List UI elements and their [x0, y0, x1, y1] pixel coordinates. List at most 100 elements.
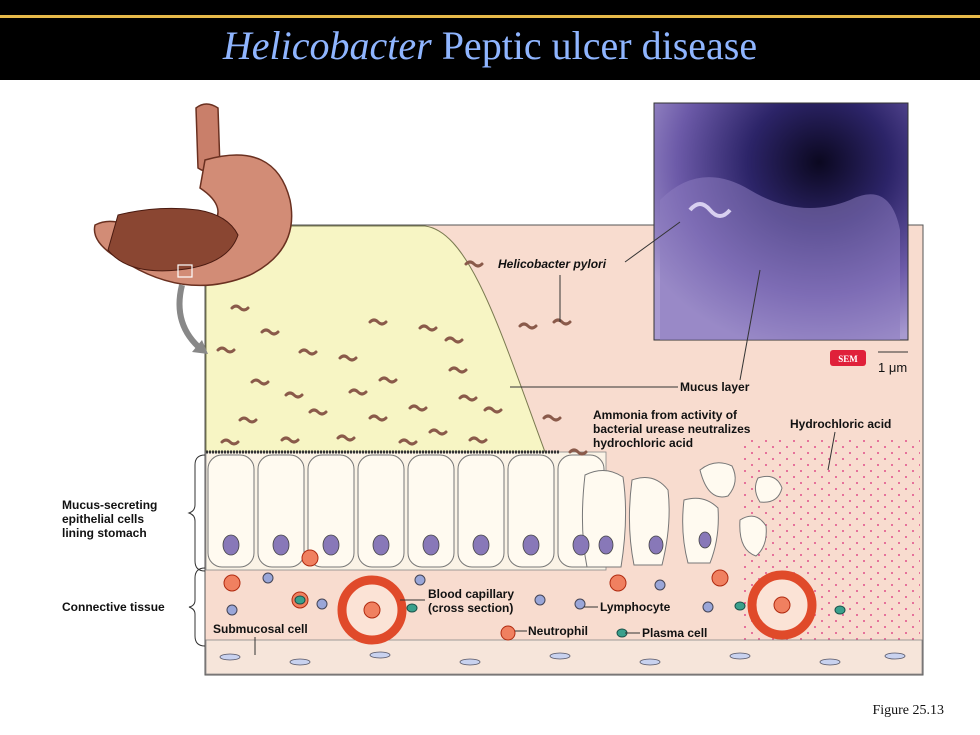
epi-cell	[307, 454, 355, 568]
submucosal-fibers	[219, 651, 906, 666]
scale-label: 1 μm	[878, 360, 907, 375]
bacterium	[418, 324, 438, 332]
bacterium	[542, 414, 562, 422]
helicobacter-bacteria	[216, 260, 588, 456]
label-helicobacter-pylori: Helicobacter pylori	[498, 257, 607, 271]
stomach-inner	[107, 207, 239, 272]
fiber-cell	[819, 658, 841, 666]
mucus-layer	[205, 225, 546, 453]
zoom-arrow	[176, 284, 204, 353]
damaged-cell	[628, 477, 670, 566]
lymphocytes	[226, 572, 714, 616]
nucleus	[572, 534, 590, 556]
label-mucus-cells-2: epithelial cells	[62, 512, 144, 526]
fiber-cell	[729, 652, 751, 660]
epi-cell	[357, 454, 405, 568]
bacterium	[308, 408, 328, 416]
damaged-cell	[682, 497, 719, 564]
bacterium	[338, 354, 358, 362]
nucleus	[648, 535, 664, 555]
plasma-cell	[294, 595, 306, 605]
damaged-cell	[581, 470, 627, 568]
label-connective-tissue: Connective tissue	[62, 600, 165, 614]
bacterium	[552, 318, 572, 326]
nucleus	[222, 534, 240, 556]
leader-hcl	[827, 431, 836, 471]
sem-badge	[830, 350, 866, 366]
label-lymphocyte: Lymphocyte	[600, 600, 671, 614]
fiber-cell	[219, 653, 241, 661]
neutrophil-cell	[363, 601, 381, 619]
nuclei	[222, 531, 712, 556]
neutrophils	[223, 549, 791, 641]
plasma-cell	[834, 605, 846, 615]
label-capillary-2: (cross section)	[428, 601, 513, 615]
figure-caption: Figure 25.13	[872, 703, 944, 718]
bacterium	[518, 322, 538, 330]
epi-cell	[407, 454, 455, 568]
nucleus	[472, 534, 490, 556]
label-hydrochloric-acid: Hydrochloric acid	[790, 417, 891, 431]
epi-cell	[257, 454, 305, 568]
bacterium	[428, 428, 448, 436]
neutrophil-cell	[773, 596, 791, 614]
leader-mucus-sem	[739, 269, 761, 381]
bacterium	[368, 318, 388, 326]
bacterium	[483, 406, 503, 414]
epi-cell	[457, 454, 505, 568]
title-genus: Helicobacter	[222, 23, 432, 68]
epi-cell	[207, 454, 255, 568]
epi-cell	[507, 454, 555, 568]
nucleus	[522, 534, 540, 556]
bacterium	[260, 328, 280, 336]
nucleus	[598, 535, 614, 555]
zoom-box	[177, 264, 193, 278]
bacterium	[348, 388, 368, 396]
zoom-arrowhead	[192, 340, 208, 354]
nucleus	[372, 534, 390, 556]
bacterium	[250, 378, 270, 386]
lymphocyte-cell	[226, 604, 238, 616]
fiber-cell	[369, 651, 391, 659]
damaged-cell	[754, 475, 783, 503]
nucleus	[422, 534, 440, 556]
bacterium	[336, 434, 356, 442]
plasma-cell	[734, 601, 746, 611]
bracket-connective	[188, 567, 206, 647]
fiber-cell	[639, 658, 661, 666]
nucleus	[272, 534, 290, 556]
bacterium	[368, 414, 388, 422]
label-mucus-cells-3: lining stomach	[62, 526, 147, 540]
label-neutrophil: Neutrophil	[528, 624, 588, 638]
bacterium	[216, 346, 236, 354]
plasma-cell	[406, 603, 418, 613]
bacterium	[378, 376, 398, 384]
fiber-cell	[549, 652, 571, 660]
stomach-illustration	[93, 103, 293, 354]
lymphocyte-cell	[316, 598, 328, 610]
label-mucus-layer: Mucus layer	[680, 380, 750, 394]
bacterium	[444, 336, 464, 344]
bacterium	[230, 304, 250, 312]
title-bar	[0, 0, 980, 80]
label-capillary-1: Blood capillary	[428, 587, 514, 601]
bacterium	[284, 391, 304, 399]
lymphocyte-cell	[702, 601, 714, 613]
bacterium	[464, 260, 484, 268]
bacterium	[298, 348, 318, 356]
bacterium	[220, 438, 240, 446]
page-title: Helicobacter Peptic ulcer disease	[0, 22, 980, 70]
fiber-cell	[884, 652, 906, 660]
label-mucus-cells-1: Mucus-secreting	[62, 498, 157, 512]
damaged-cell	[739, 515, 767, 557]
label-ammonia-2: bacterial urease neutralizes	[593, 422, 751, 436]
label-ammonia-1: Ammonia from activity of	[593, 408, 738, 422]
lymphocyte-cell	[654, 579, 666, 591]
bacterium	[238, 416, 258, 424]
neutrophil-cell	[223, 574, 241, 592]
bacterium	[448, 366, 468, 374]
sem-label: SEM	[838, 354, 858, 364]
bacterium	[568, 448, 588, 456]
leader-pylori-sem	[624, 221, 681, 263]
